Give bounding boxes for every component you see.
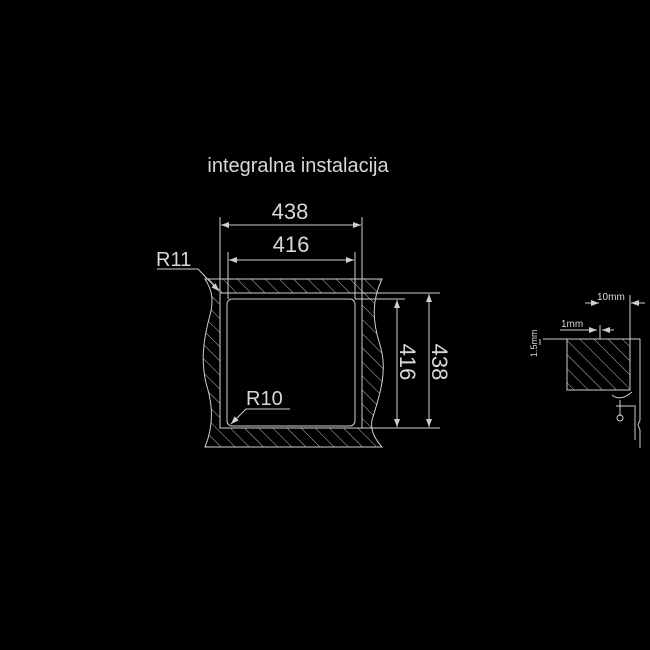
dim-1-5mm: 1.5mm [529,329,539,357]
dim-416-horizontal: 416 [273,232,310,257]
basin-outline [226,298,356,427]
edge-detail-view [539,295,645,448]
dim-438-vertical: 438 [427,344,452,381]
dim-416-vertical: 416 [395,344,420,381]
radius-inner-label: R10 [246,388,283,410]
radius-outer-label: R11 [156,249,191,271]
countertop-section [202,278,384,448]
cutout-outline [219,292,363,429]
dim-10mm: 10mm [597,292,625,303]
dim-1mm: 1mm [561,319,583,330]
dim-438-horizontal: 438 [272,199,309,224]
title: integralna instalacija [207,155,389,177]
